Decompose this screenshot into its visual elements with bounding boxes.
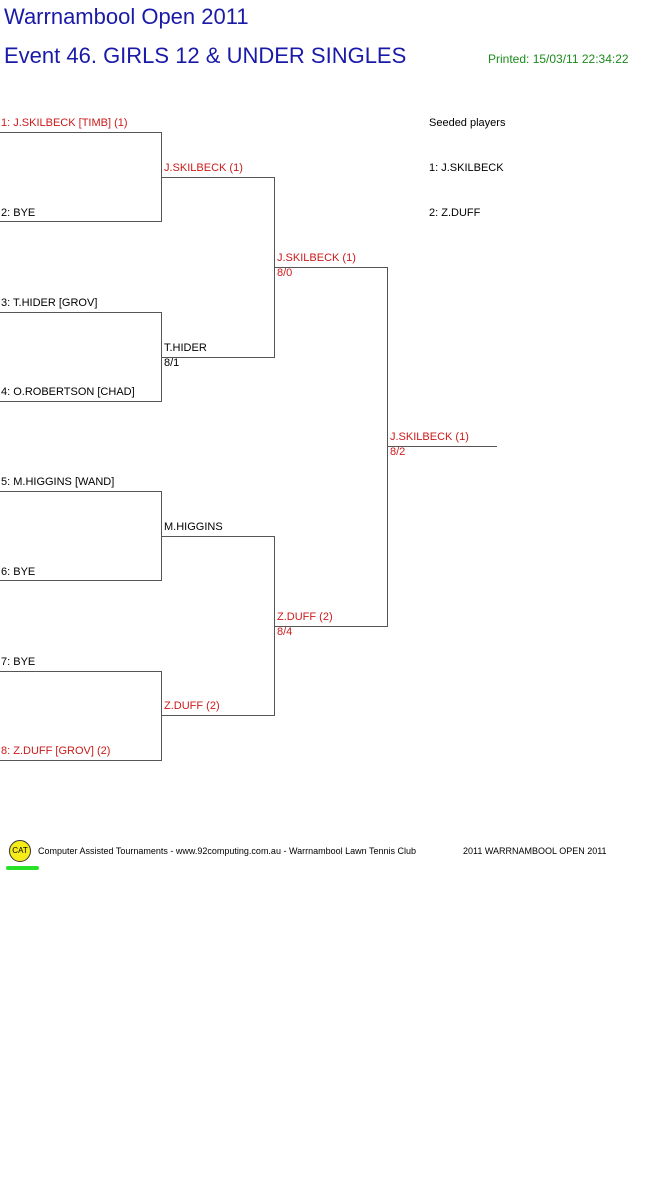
printed-timestamp: Printed: 15/03/11 22:34:22 — [488, 52, 629, 66]
bracket-line — [161, 536, 274, 537]
round2-winner-3: M.HIGGINS — [164, 521, 223, 533]
seed-1: 1: J.SKILBECK — [429, 162, 504, 174]
bracket-line — [0, 671, 161, 672]
round2-score-2: 8/1 — [164, 357, 180, 369]
round2-winner-4: Z.DUFF (2) — [164, 700, 220, 712]
bracket-line — [161, 177, 274, 178]
bracket-line — [161, 357, 274, 358]
champion-name: J.SKILBECK (1) — [390, 431, 469, 443]
bracket-line — [387, 446, 497, 447]
draw-entry-2: 2: BYE — [1, 207, 36, 219]
bracket-line — [0, 401, 161, 402]
draw-entry-6: 6: BYE — [1, 566, 36, 578]
footer-event: 2011 WARRNAMBOOL OPEN 2011 — [463, 846, 607, 856]
semi-score-2: 8/4 — [277, 626, 293, 638]
event-title: Event 46. GIRLS 12 & UNDER SINGLES — [4, 43, 407, 68]
cat-logo-icon: CAT — [9, 840, 31, 862]
draw-entry-5: 5: M.HIGGINS [WAND] — [1, 476, 115, 488]
tournament-title: Warrnambool Open 2011 — [4, 4, 249, 29]
draw-entry-8: 8: Z.DUFF [GROV] (2) — [1, 745, 111, 757]
seed-2: 2: Z.DUFF — [429, 207, 481, 219]
round2-winner-2: T.HIDER — [164, 342, 207, 354]
draw-entry-3: 3: T.HIDER [GROV] — [1, 297, 98, 309]
semi-score-1: 8/0 — [277, 267, 293, 279]
footer-credit: Computer Assisted Tournaments - www.92co… — [38, 846, 417, 856]
bracket-line — [0, 491, 161, 492]
bracket-line — [0, 312, 161, 313]
semi-winner-2: Z.DUFF (2) — [277, 611, 333, 623]
seeded-players-heading: Seeded players — [429, 117, 506, 129]
round2-winner-1: J.SKILBECK (1) — [164, 162, 243, 174]
bracket-line — [274, 626, 387, 627]
bracket-line — [0, 580, 161, 581]
bracket-line — [161, 671, 162, 761]
bracket-line — [0, 221, 161, 222]
draw-entry-4: 4: O.ROBERTSON [CHAD] — [1, 386, 135, 398]
bracket-line — [0, 760, 161, 761]
bracket-line — [0, 132, 161, 133]
final-score: 8/2 — [390, 446, 406, 458]
bracket-line — [387, 267, 388, 627]
bracket-line — [274, 267, 387, 268]
draw-entry-1: 1: J.SKILBECK [TIMB] (1) — [1, 117, 128, 129]
draw-entry-7: 7: BYE — [1, 656, 36, 668]
bracket-line — [161, 715, 274, 716]
logo-underline — [6, 866, 39, 870]
semi-winner-1: J.SKILBECK (1) — [277, 252, 356, 264]
